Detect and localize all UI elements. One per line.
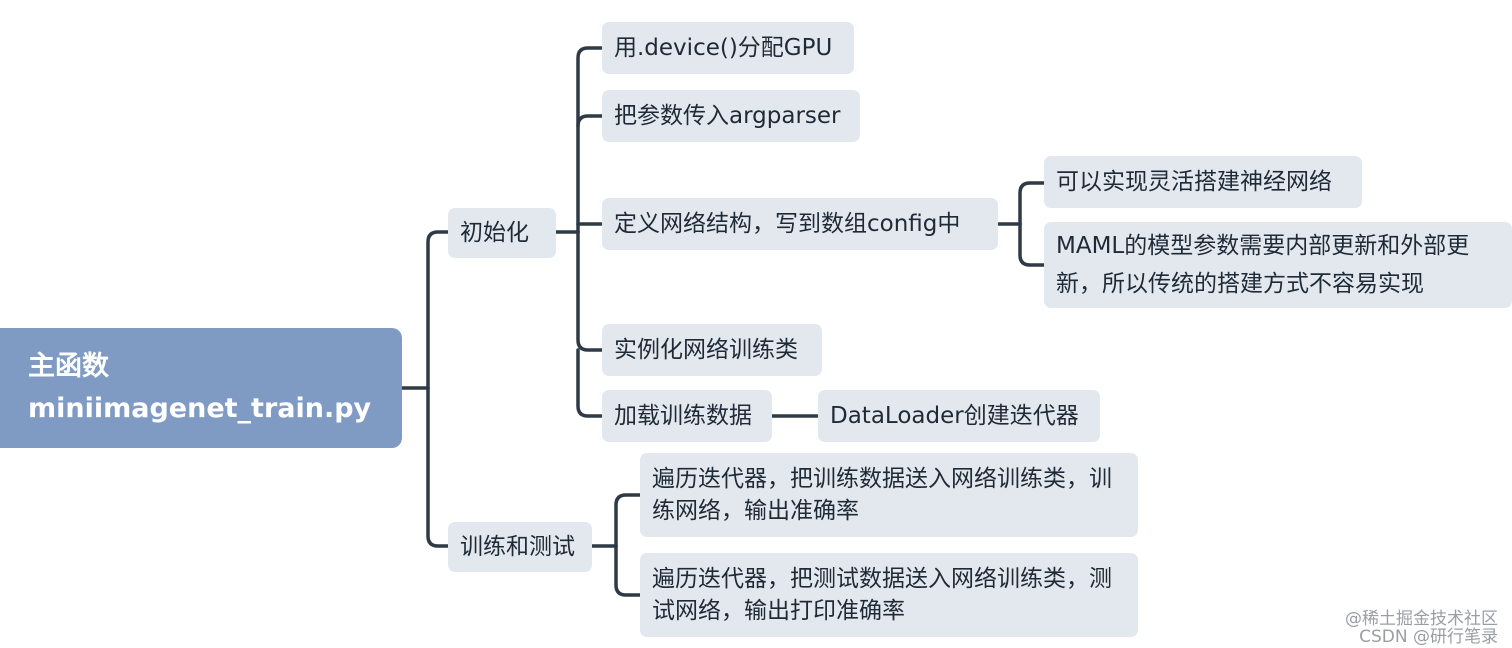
node-test-label: 遍历迭代器，把测试数据送入网络训练类，测试网络，输出打印准确率 [652, 566, 1112, 624]
branch-train-test-label: 训练和测试 [460, 534, 575, 560]
connector-init-argparser [576, 114, 604, 128]
node-test[interactable]: 遍历迭代器，把测试数据送入网络训练类，测试网络，输出打印准确率 [640, 553, 1138, 637]
node-maml[interactable]: MAML的模型参数需要内部更新和外部更新，所以传统的搭建方式不容易实现 [1044, 222, 1512, 308]
node-flexible[interactable]: 可以实现灵活搭建神经网络 [1044, 156, 1362, 208]
node-argparser-label: 把参数传入argparser [614, 103, 841, 129]
node-dataloader-label: DataLoader创建迭代器 [830, 403, 1079, 429]
watermark-csdn: CSDN @研行笔录 [1359, 627, 1498, 647]
connector-config-maml [1018, 222, 1046, 267]
node-argparser[interactable]: 把参数传入argparser [602, 90, 860, 142]
connector-train-train [614, 493, 642, 548]
node-instance-label: 实例化网络训练类 [614, 337, 798, 363]
node-instance[interactable]: 实例化网络训练类 [602, 324, 822, 376]
node-config[interactable]: 定义网络结构，写到数组config中 [602, 198, 998, 250]
branch-init-label: 初始化 [460, 220, 529, 246]
root-node[interactable]: 主函数 miniimagenet_train.py [0, 328, 402, 448]
node-dataloader[interactable]: DataLoader创建迭代器 [818, 390, 1100, 442]
node-device[interactable]: 用.device()分配GPU [602, 22, 854, 74]
connector-train-test [614, 544, 642, 597]
connector-config-flexible [1018, 181, 1046, 226]
connector-root-init [426, 230, 450, 390]
node-load[interactable]: 加载训练数据 [602, 390, 772, 442]
branch-init[interactable]: 初始化 [448, 208, 556, 258]
branch-train-test[interactable]: 训练和测试 [448, 522, 592, 572]
node-load-label: 加载训练数据 [614, 403, 752, 429]
root-filename: miniimagenet_train.py [28, 393, 372, 424]
connector-init-device [576, 46, 604, 234]
root-title: 主函数 [28, 351, 109, 382]
watermark-juejin: @稀土掘金技术社区 [1345, 609, 1498, 629]
node-flexible-label: 可以实现灵活搭建神经网络 [1056, 169, 1332, 195]
node-config-label: 定义网络结构，写到数组config中 [614, 211, 961, 237]
node-device-label: 用.device()分配GPU [614, 35, 833, 61]
node-train[interactable]: 遍历迭代器，把训练数据送入网络训练类，训练网络，输出准确率 [640, 453, 1138, 537]
connector-init-load [576, 348, 604, 418]
connector-init-instance [576, 230, 604, 352]
node-maml-label: MAML的模型参数需要内部更新和外部更新，所以传统的搭建方式不容易实现 [1056, 233, 1470, 297]
connector-root-train [426, 386, 450, 548]
node-train-label: 遍历迭代器，把训练数据送入网络训练类，训练网络，输出准确率 [652, 466, 1112, 524]
